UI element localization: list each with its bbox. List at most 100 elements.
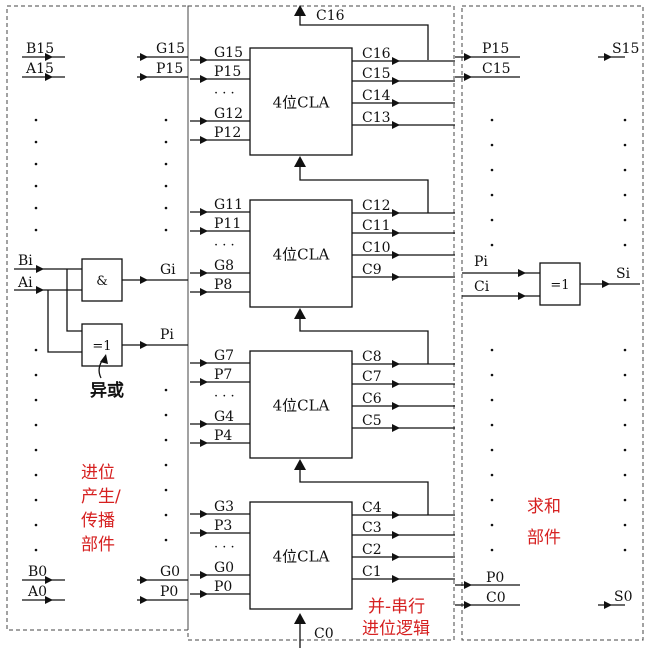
right-input-c0: C0 [486, 590, 506, 606]
left-output-g15: G15 [156, 41, 185, 57]
cla-block-3-input-arrow-1 [200, 359, 208, 367]
cla-block-3-output-arrow-3 [392, 402, 400, 410]
input-label-a15: A15 [25, 61, 54, 77]
carry-gen-caption-line3: 传播 [81, 511, 115, 531]
right-input-p0: P0 [486, 570, 504, 586]
carry-logic-unit-frame [187, 5, 455, 641]
carry-logic-caption-line2: 进位逻辑 [362, 619, 430, 639]
cla-block-3-title: 4位CLA [273, 397, 330, 415]
cla-block-2-input-arrow-4 [200, 269, 208, 277]
cla-block-2-input-2: P11 [214, 216, 241, 232]
carry-link-arrow-3 [294, 459, 306, 470]
cla-block-3-input-2: P7 [214, 367, 232, 383]
cla-block-4-output-2: C3 [362, 520, 382, 536]
cla-block-1-output-4: C13 [362, 110, 391, 126]
cla-block-4-output-arrow-2 [392, 531, 400, 539]
cla-block-3-input-arrow-4 [200, 420, 208, 428]
left-input-dots [34, 118, 168, 552]
cla-block-4-input-5: P0 [214, 579, 232, 595]
cla-block-1-input-arrow-2 [200, 75, 208, 83]
cla-block-2 [249, 199, 353, 308]
cla-block-1-output-arrow-2 [392, 77, 400, 85]
left-output-p0: P0 [160, 584, 178, 600]
cla-block-4-input-arrow-5 [200, 590, 208, 598]
sum-caption-line2: 部件 [527, 528, 561, 548]
carry-logic-caption-line1: 并-串行 [368, 597, 425, 617]
cla-block-3-output-arrow-1 [392, 360, 400, 368]
cla-block-2-title: 4位CLA [273, 246, 330, 264]
left-output-p15: P15 [156, 61, 183, 77]
cla-block-2-output-arrow-4 [392, 273, 400, 281]
carry-link-3 [299, 462, 429, 515]
cla-block-3-input-4: G4 [214, 409, 234, 425]
cla-block-1-input-5: P12 [214, 125, 241, 141]
carry-gen-unit-frame [6, 5, 189, 631]
carry-gen-caption-line1: 进位 [81, 463, 115, 483]
cla-block-4-input-4: G0 [214, 560, 234, 576]
carry-link-arrow-2 [294, 308, 306, 319]
cla-block-1-title: 4位CLA [273, 94, 330, 112]
cla-block-1-output-arrow-4 [392, 121, 400, 129]
sum-xor-gate [539, 262, 581, 306]
cla-block-1-input-1: G15 [214, 45, 243, 61]
right-input-p15: P15 [482, 41, 509, 57]
cla-block-2-input-5: P8 [214, 277, 232, 293]
cla-block-3-input-arrow-5 [200, 439, 208, 447]
cla-block-1-input-arrow-4 [200, 117, 208, 125]
cla-block-1 [249, 47, 353, 156]
carry-link-1 [299, 159, 429, 213]
right-output-s0: S0 [614, 589, 633, 605]
cla-block-2-output-arrow-2 [392, 229, 400, 237]
cla-block-2-output-arrow-1 [392, 209, 400, 217]
cla-block-1-output-arrow-1 [392, 57, 400, 65]
sum-caption-line1: 求和 [527, 497, 561, 517]
input-label-bi: Bi [18, 253, 33, 269]
cla-block-2-input-arrow-2 [200, 227, 208, 235]
cla-block-2-output-2: C11 [362, 218, 391, 234]
c16-top-output: C16 [294, 5, 429, 60]
cla-block-3 [249, 350, 353, 459]
cla-block-2-input-3: · · · [214, 238, 235, 253]
cla-block-3-input-3: · · · [214, 389, 235, 404]
cla-block-1-input-2: P15 [214, 64, 241, 80]
carry-gen-caption-line2: 产生/ [81, 487, 121, 507]
and-gate-label: & [96, 274, 108, 289]
cla-block-2-input-arrow-1 [200, 208, 208, 216]
cla-block-4-input-arrow-2 [200, 529, 208, 537]
cla-block-4-input-arrow-4 [200, 571, 208, 579]
cla-block-4-output-arrow-3 [392, 553, 400, 561]
cla-block-4-input-2: P3 [214, 518, 232, 534]
c0-bottom-input: C0 [294, 613, 334, 648]
top-output-label-c16: C16 [316, 8, 345, 24]
cla-block-4-output-arrow-1 [392, 511, 400, 519]
cla-block-2-input-4: G8 [214, 258, 234, 274]
right-input-pi: Pi [474, 254, 488, 270]
left-unit: B15 A15 Bi Ai [14, 41, 188, 604]
sum-xor-gate-label: =1 [550, 278, 569, 293]
cla-block-3-input-arrow-2 [200, 378, 208, 386]
cla-block-4-input-3: · · · [214, 540, 235, 555]
cla-block-3-output-3: C6 [362, 391, 382, 407]
cla-block-1-output-2: C15 [362, 66, 391, 82]
carry-gen-caption-line4: 部件 [81, 535, 115, 555]
left-output-g0: G0 [160, 564, 180, 580]
cla-block-1-output-3: C14 [362, 88, 391, 104]
cla-block-4-input-arrow-1 [200, 510, 208, 518]
cla-block-2-input-1: G11 [214, 197, 243, 213]
cla-block-1-input-3: · · · [214, 86, 235, 101]
input-label-b0: B0 [28, 564, 47, 580]
cla-block-4-output-1: C4 [362, 500, 382, 516]
cla-block-1-output-arrow-3 [392, 99, 400, 107]
carry-link-arrow-1 [294, 156, 306, 167]
cla-block-4-input-1: G3 [214, 499, 234, 515]
right-output-si: Si [616, 266, 631, 282]
output-label-pi: Pi [160, 327, 174, 343]
cla-block-4 [249, 501, 353, 610]
cla-block-4-output-arrow-4 [392, 575, 400, 583]
bottom-input-label-c0: C0 [314, 626, 334, 642]
cla-block-3-output-arrow-4 [392, 424, 400, 432]
cla-block-3-input-5: P4 [214, 428, 232, 444]
cla-block-3-output-2: C7 [362, 369, 382, 385]
